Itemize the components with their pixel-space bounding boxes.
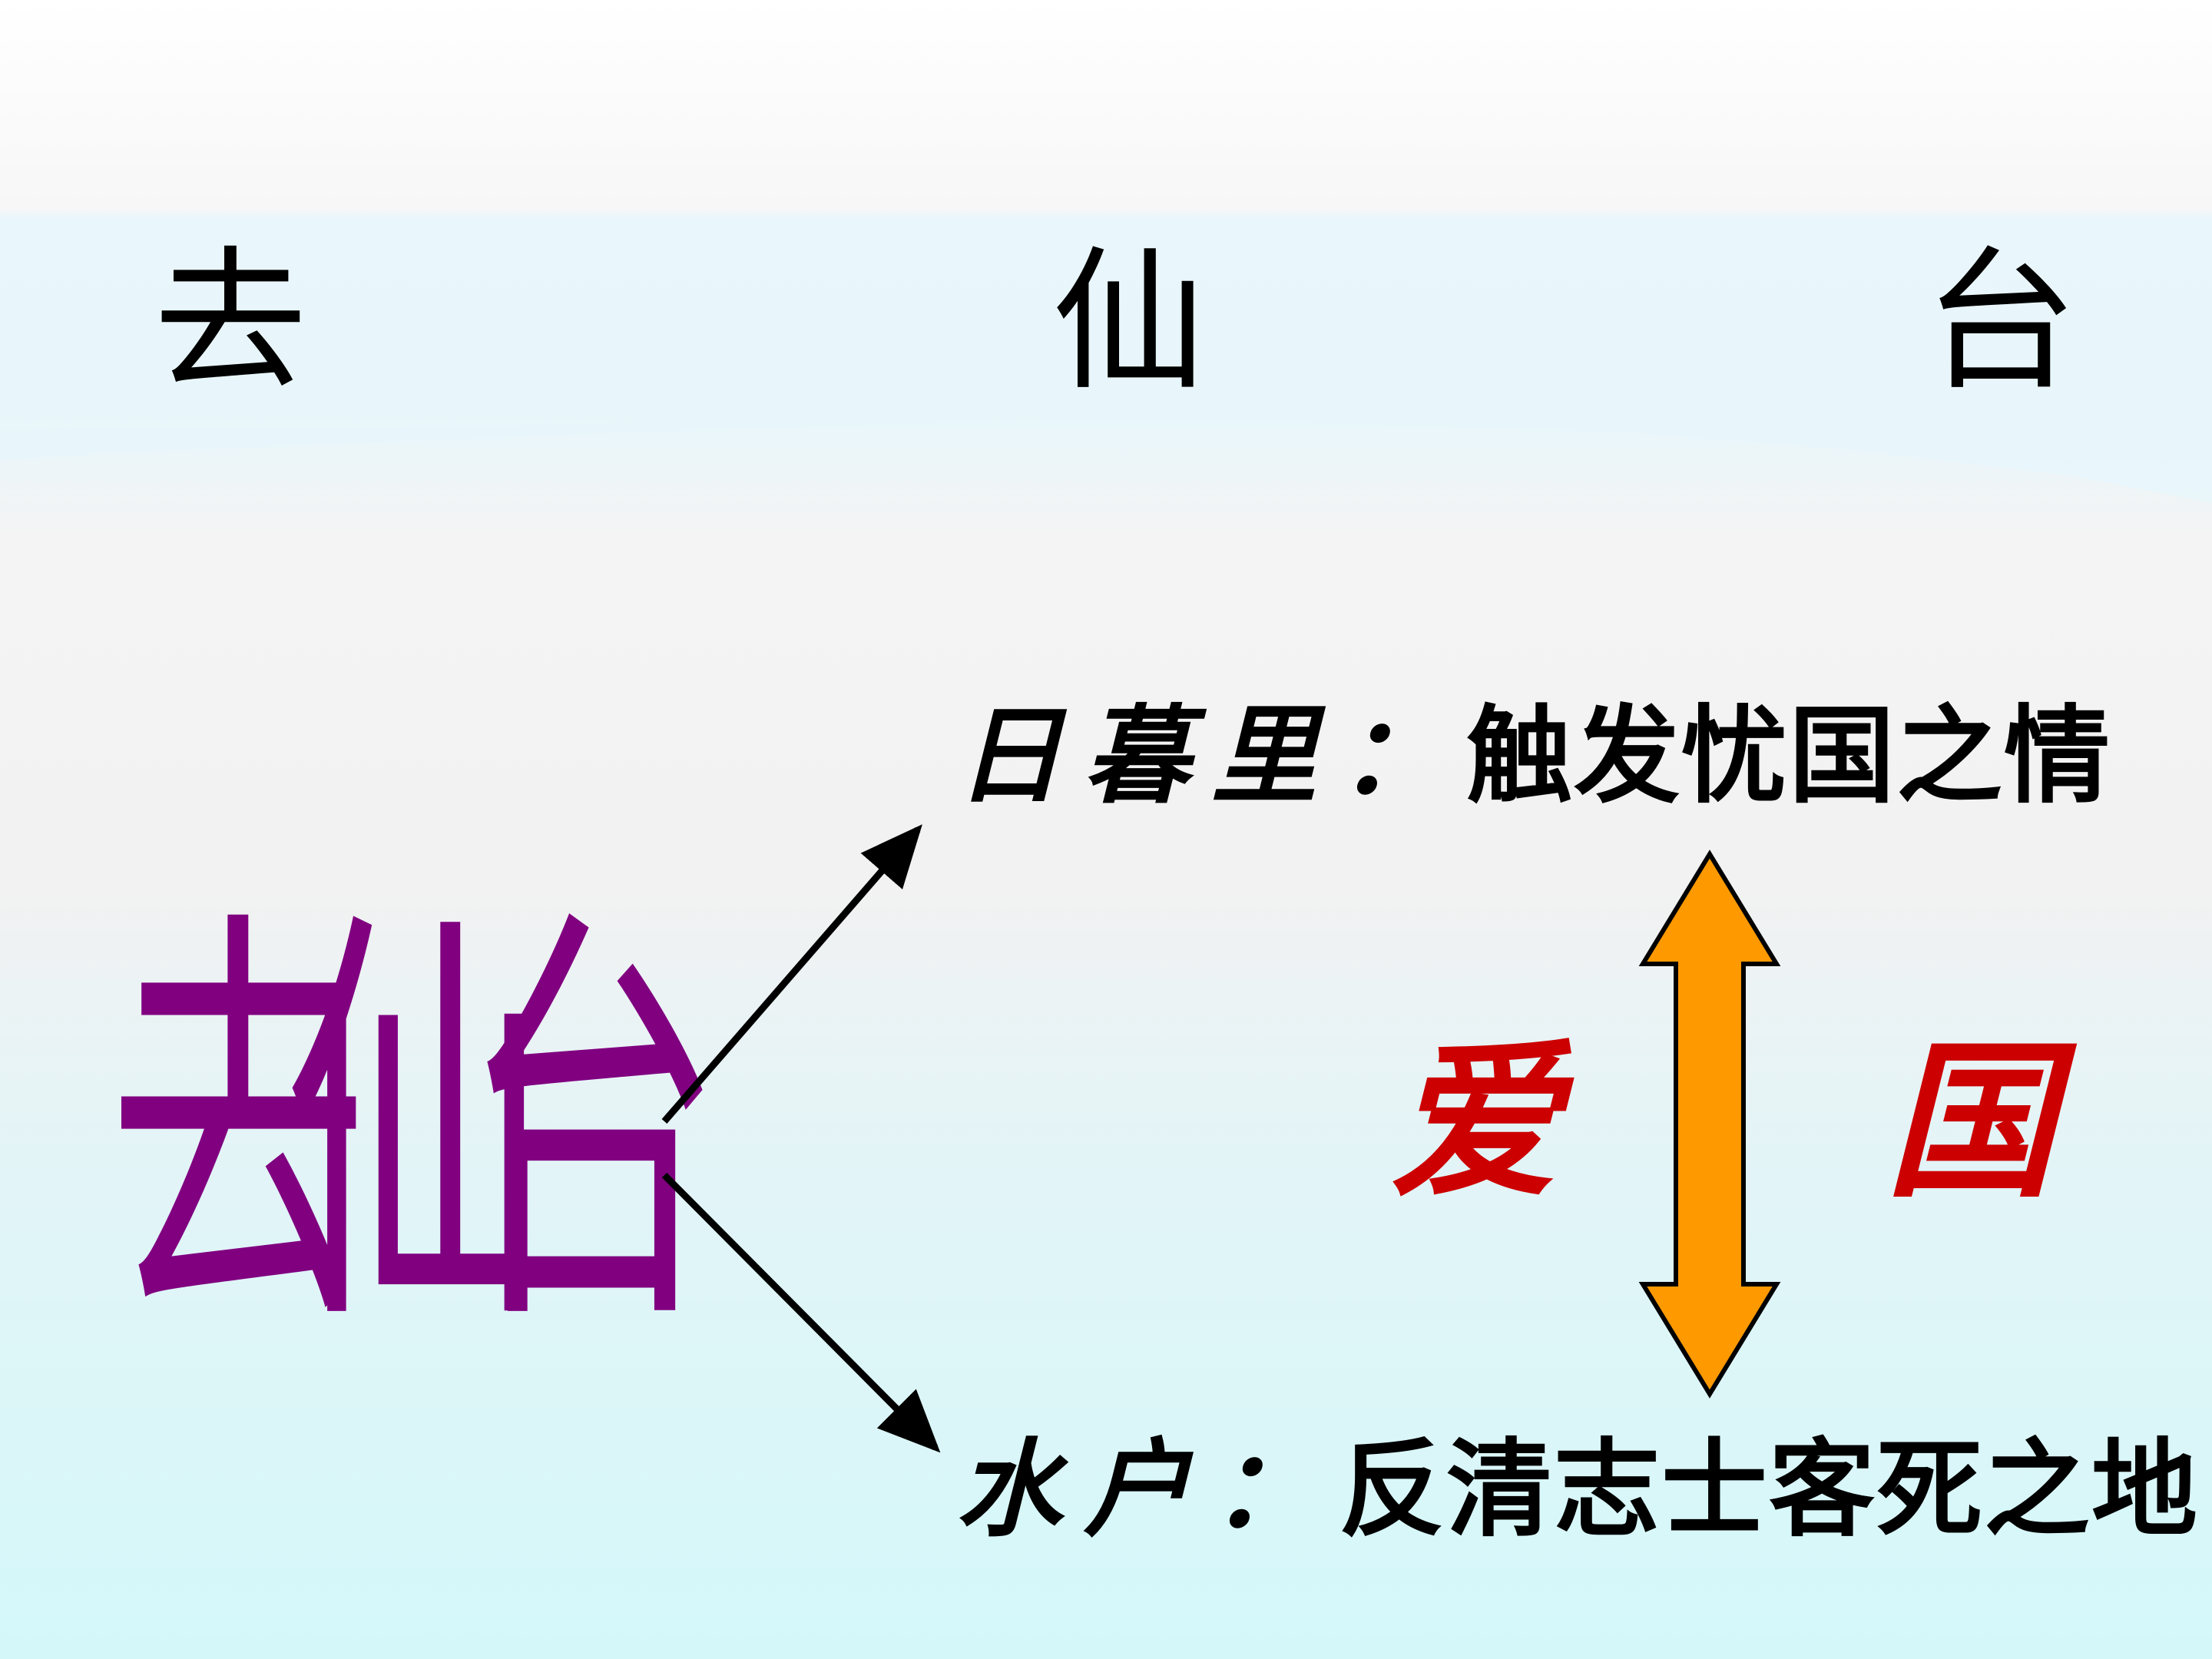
branch-top: 日暮里：触发忧国之情 [956, 703, 2111, 810]
branch-bottom-label: 水户： [956, 1426, 1339, 1551]
title-char-3: 台 [1924, 233, 2078, 412]
title-char-2: 仙 [1052, 233, 1207, 412]
theme-char-love: 爱 [1390, 1022, 1560, 1220]
header-band-edge [0, 415, 2212, 503]
branch-bottom: 水户：反清志士客死之地 [956, 1436, 2199, 1543]
theme-char-country: 国 [1886, 1022, 2055, 1220]
branch-top-text: 触发忧国之情 [1466, 694, 2112, 818]
branch-top-label: 日暮里： [956, 693, 1467, 818]
branch-bottom-text: 反清志士客死之地 [1339, 1428, 2200, 1551]
arrow-to-top-branch [661, 824, 922, 1124]
arrow-to-bottom-branch [661, 1172, 941, 1453]
double-arrow [1638, 849, 1781, 1399]
title-char-1: 去 [154, 233, 308, 412]
